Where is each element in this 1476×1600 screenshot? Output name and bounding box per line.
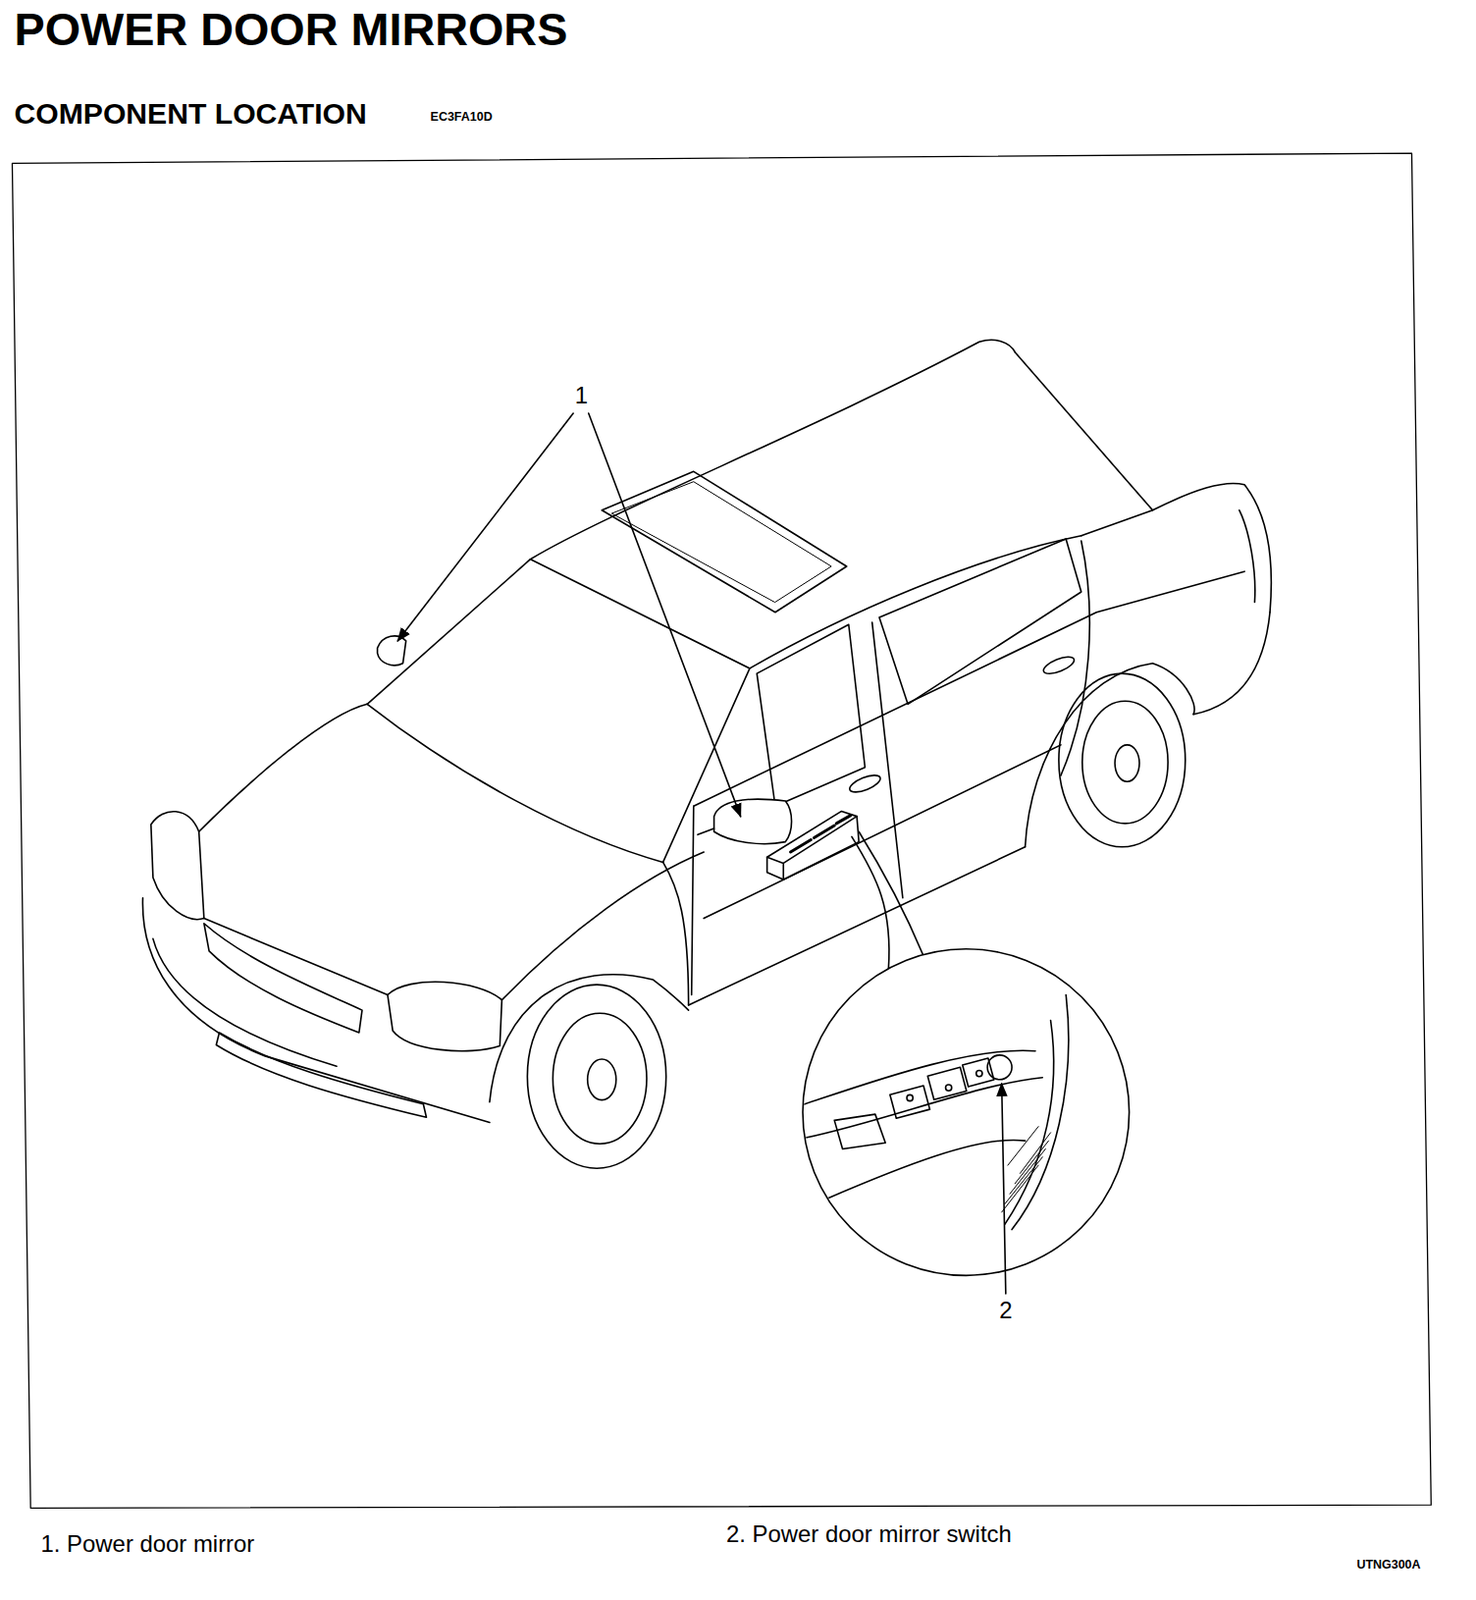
trunk xyxy=(1153,483,1272,613)
wheel-arch xyxy=(1025,663,1195,847)
door-window xyxy=(879,538,1082,704)
switch-panel xyxy=(767,816,857,880)
hub xyxy=(1114,744,1140,782)
inset-leader xyxy=(858,831,923,955)
mirror-stem xyxy=(697,828,715,835)
door-handle xyxy=(1041,653,1077,678)
headlight xyxy=(387,981,502,1051)
sunroof xyxy=(612,481,832,603)
door-edge xyxy=(1011,995,1069,1230)
tire xyxy=(527,984,666,1168)
b-pillar xyxy=(872,622,903,898)
body-line xyxy=(703,744,1061,919)
leader-arrow xyxy=(397,413,574,641)
switch-mark xyxy=(906,1094,913,1101)
leader-arrow xyxy=(1001,1083,1006,1294)
callout-number: 2 xyxy=(999,1296,1012,1323)
door-edge xyxy=(1004,1020,1055,1225)
wheel-arch xyxy=(489,974,689,1103)
windshield-base xyxy=(367,703,663,862)
windshield xyxy=(367,559,750,863)
legend-text: 2. Power door mirror switch xyxy=(726,1520,1012,1547)
headlight xyxy=(151,811,205,920)
speaker-grille xyxy=(1001,1126,1052,1213)
rim xyxy=(1082,700,1168,824)
hood-edge xyxy=(204,918,388,996)
switch-buttons xyxy=(790,815,851,852)
door-pull xyxy=(834,1113,886,1149)
inset-leader xyxy=(851,836,890,969)
sunroof xyxy=(601,471,846,612)
roof xyxy=(529,339,1015,559)
hood-edge xyxy=(199,703,368,832)
hood-edge xyxy=(501,851,704,1001)
tire xyxy=(1058,673,1186,847)
switch-mark xyxy=(946,1084,952,1091)
switch-detail xyxy=(795,995,1069,1230)
legend-text: 1. Power door mirror xyxy=(41,1529,256,1557)
power-door-mirror xyxy=(377,635,407,666)
switch-panel xyxy=(767,810,860,880)
page-title: POWER DOOR MIRRORS xyxy=(14,3,569,57)
fender xyxy=(663,861,689,1005)
rear-bumper xyxy=(1193,612,1270,715)
figure-code: UTNG300A xyxy=(1356,1557,1421,1572)
figure-frame xyxy=(11,153,1431,1508)
armrest xyxy=(805,1077,1043,1138)
window-switch xyxy=(927,1066,967,1100)
mirror-switch-knob xyxy=(987,1054,1012,1080)
inset-circle xyxy=(802,948,1130,1276)
callout-number: 1 xyxy=(575,381,588,409)
front-bumper xyxy=(142,897,489,1123)
door-window xyxy=(756,624,865,806)
section-heading: COMPONENT LOCATION xyxy=(14,97,368,132)
power-door-mirror xyxy=(714,798,792,844)
window-switch xyxy=(890,1085,931,1118)
switch-mark xyxy=(976,1069,983,1076)
door-edge xyxy=(691,805,694,995)
bumper-slot xyxy=(215,1032,426,1117)
taillight xyxy=(1239,510,1256,603)
leader-arrow xyxy=(588,413,741,817)
grille xyxy=(204,923,363,1033)
section-code: EC3FA10D xyxy=(430,109,493,124)
armrest xyxy=(826,1139,1026,1199)
belt-line xyxy=(693,571,1245,806)
armrest xyxy=(795,1050,1036,1107)
door-handle xyxy=(847,771,884,795)
hub xyxy=(587,1058,617,1101)
rim xyxy=(552,1012,647,1144)
rear-window xyxy=(1014,352,1153,536)
